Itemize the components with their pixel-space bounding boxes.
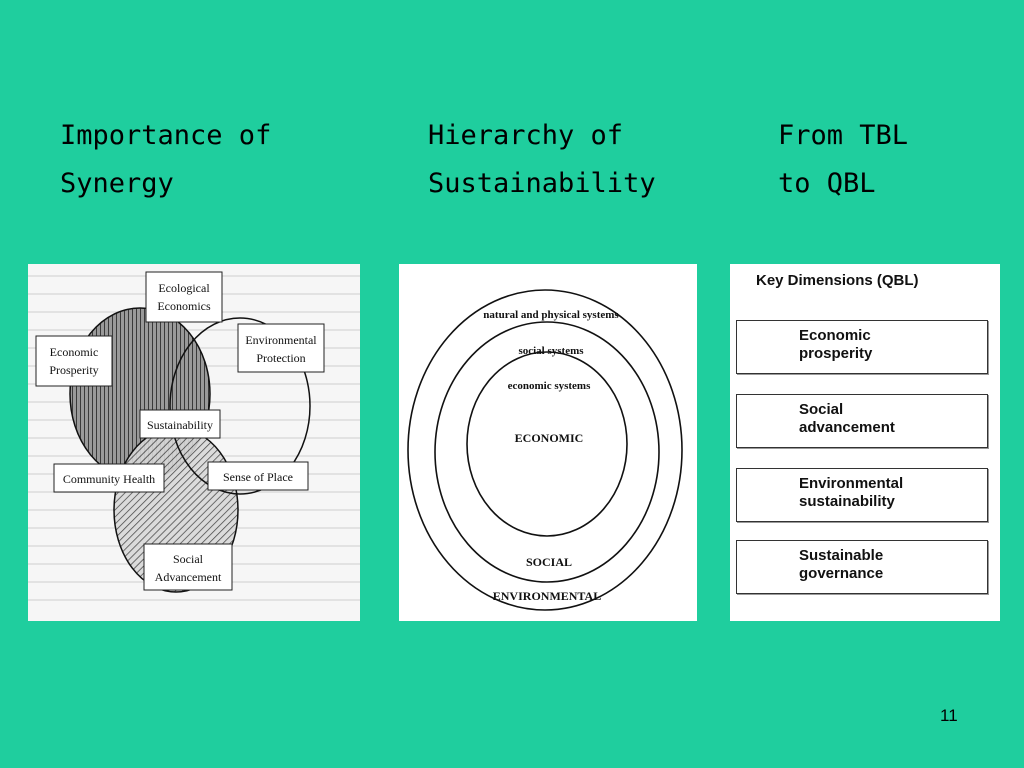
environmental-protection-label: Protection [256, 351, 305, 365]
social-advancement-label: Advancement [155, 570, 222, 584]
qbl-dimension-box: Economic prosperity [736, 320, 988, 374]
sustainability-label: Sustainability [147, 418, 213, 432]
sustainability-box [139, 409, 221, 439]
social-systems-label: social systems [518, 345, 584, 357]
page-number: 11 [940, 706, 958, 725]
community-health-label: Community Health [63, 472, 155, 486]
ecological-economics-label: Economics [157, 299, 211, 313]
hierarchy-nested-circles: natural and physical systems social syst… [407, 289, 683, 611]
environmental-protection-label: Environmental [245, 333, 317, 347]
social-advancement-box [143, 543, 233, 591]
economic-label: ECONOMIC [515, 431, 584, 445]
qbl-dimensions-panel: Key Dimensions (QBL) Economic prosperity… [730, 264, 1000, 621]
heading-line: Hierarchy of [428, 120, 624, 151]
heading-line: to QBL [778, 168, 876, 199]
sense-of-place-label: Sense of Place [223, 470, 293, 484]
natural-systems-label: natural and physical systems [483, 309, 619, 321]
economic-systems-label: economic systems [508, 380, 592, 392]
economic-ring [466, 351, 628, 537]
ecological-economics-label: Ecological [158, 281, 210, 295]
social-ring [434, 321, 660, 583]
qbl-dimension-label: Economic prosperity [799, 327, 873, 362]
economic-prosperity-label: Prosperity [49, 363, 98, 377]
environmental-label: ENVIRONMENTAL [493, 589, 601, 603]
economic-prosperity-box [35, 335, 113, 387]
environmental-circle [169, 317, 311, 495]
economic-prosperity-label: Economic [50, 345, 99, 359]
qbl-dimension-box: Environmental sustainability [736, 468, 988, 522]
qbl-title: Key Dimensions (QBL) [756, 272, 919, 289]
heading-hierarchy-of-sustainability: Hierarchy of Sustainability [428, 112, 656, 208]
heading-line: Sustainability [428, 168, 656, 199]
qbl-dimension-label: Sustainable governance [799, 547, 884, 582]
heading-line: Importance of [60, 120, 272, 151]
social-advancement-label: Social [173, 552, 204, 566]
social-label: SOCIAL [526, 555, 572, 569]
heading-line: From TBL [778, 120, 909, 151]
qbl-dimension-box: Sustainable governance [736, 540, 988, 594]
heading-line: Synergy [60, 168, 174, 199]
synergy-venn-diagram: Ecological Economics Economic Prosperity… [28, 271, 360, 601]
community-health-box [53, 463, 165, 493]
heading-importance-of-synergy: Importance of Synergy [60, 112, 271, 208]
qbl-dimension-label: Environmental sustainability [799, 475, 904, 510]
environmental-protection-box [237, 323, 325, 373]
synergy-diagram-panel: Ecological Economics Economic Prosperity… [28, 264, 360, 621]
hierarchy-diagram-panel: natural and physical systems social syst… [399, 264, 697, 621]
heading-from-tbl-to-qbl: From TBL to QBL [778, 112, 908, 208]
environmental-ring [407, 289, 683, 611]
sense-of-place-box [207, 461, 309, 491]
qbl-dimension-box: Social advancement [736, 394, 988, 448]
ecological-economics-box [145, 271, 223, 323]
qbl-dimension-label: Social advancement [799, 401, 895, 436]
